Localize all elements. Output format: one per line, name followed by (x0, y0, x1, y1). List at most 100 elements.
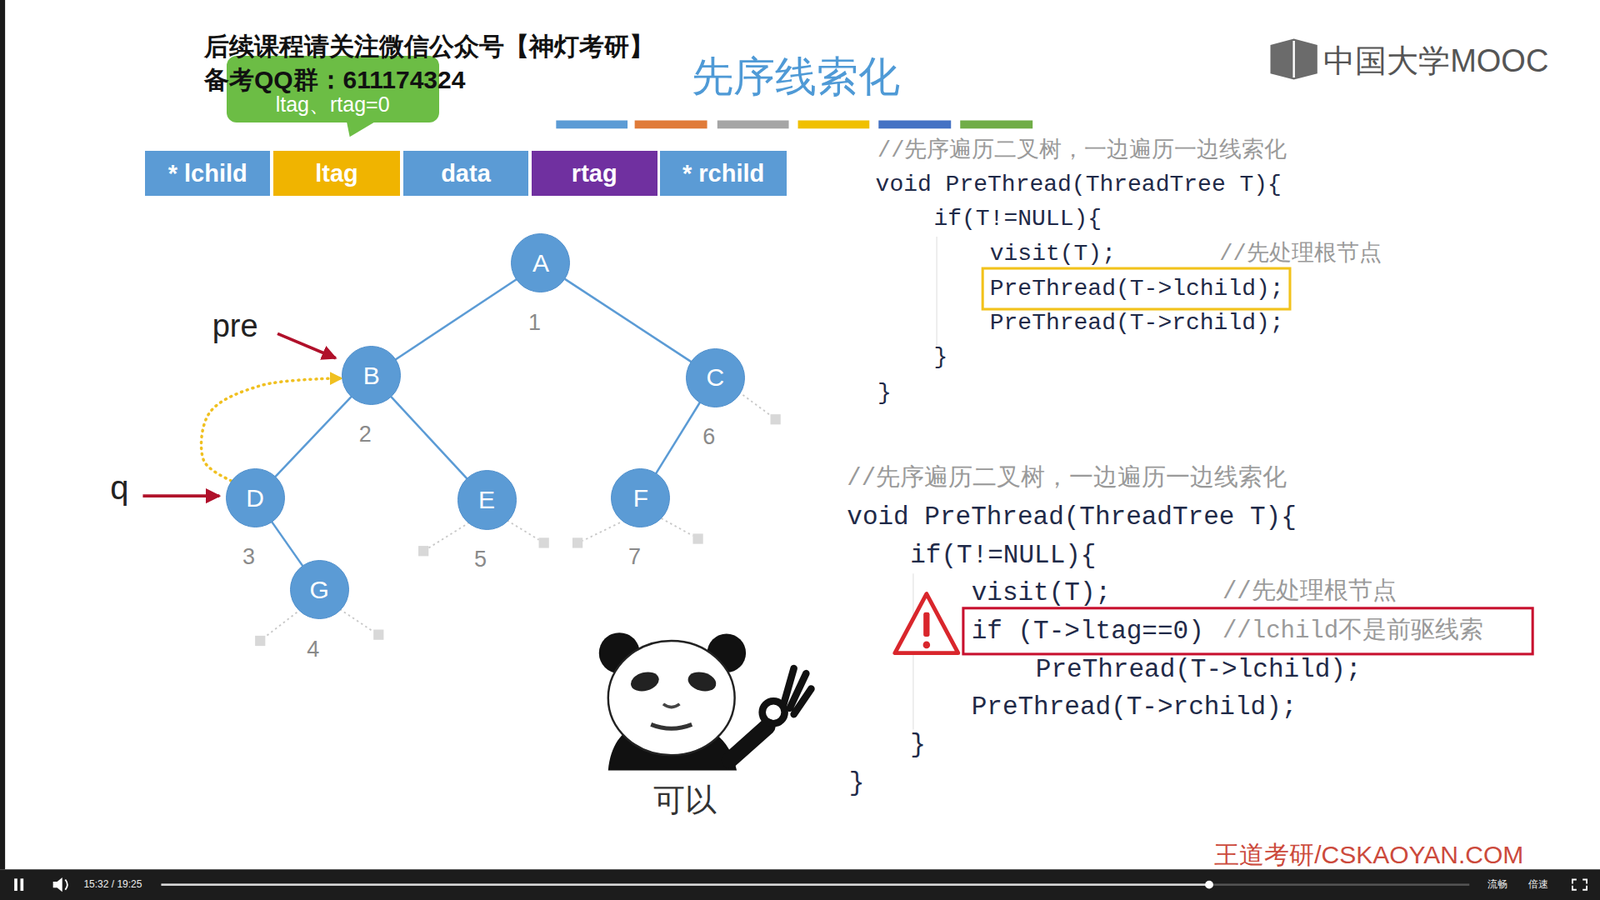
null-link (265, 609, 301, 637)
node-letter: G (310, 575, 330, 605)
null-link (507, 520, 540, 540)
code-comment: //先处理根节点 (1219, 240, 1381, 268)
code-line: if(T!=NULL){ (910, 540, 1096, 571)
code-line: void PreThread(ThreadTree T){ (846, 501, 1297, 533)
field-name: rtag (571, 159, 618, 189)
warning-sign (895, 594, 959, 654)
node-letter: F (633, 483, 649, 514)
meme-caption: 可以 (653, 781, 717, 820)
warning-triangle (895, 594, 959, 654)
site-watermark: 王道考研/CSKAOYAN.COM (1214, 840, 1524, 870)
null-square (770, 414, 780, 425)
node-letter: C (706, 362, 725, 393)
highlight-box (982, 268, 1290, 310)
pointer-arrow (277, 333, 336, 358)
code-line: PreThread(T->rchild); (971, 691, 1298, 723)
pointer-name: pre (212, 307, 259, 346)
logo-text: 中国大学MOOC (1323, 42, 1549, 81)
field-box: rtag (531, 150, 658, 196)
null-square (373, 630, 384, 640)
sequence-number: 6 (702, 423, 715, 450)
panda-face (608, 640, 735, 755)
tree-edge (391, 397, 467, 479)
field-box: * rchild (660, 150, 787, 196)
volume-icon (53, 877, 63, 892)
pointer-name: q (110, 467, 129, 508)
player-button: 倍速 (1528, 878, 1549, 890)
null-pointers (265, 395, 770, 637)
code-comment: //先序遍历二叉树，一边遍历一边线索化 (877, 137, 1287, 165)
code-line: PreThread(T->lchild); (990, 275, 1285, 304)
sequence-number: 1 (528, 309, 541, 336)
tree-edge (656, 402, 700, 473)
warning-mark (923, 612, 930, 637)
panda-meme (599, 632, 812, 770)
panda-fingers (783, 668, 811, 715)
progress-played (160, 883, 1210, 885)
color-bar (555, 120, 628, 129)
color-bars (555, 120, 1033, 129)
indent-guide (935, 236, 937, 347)
null-square (692, 533, 703, 544)
node-letter: D (245, 483, 265, 514)
code-line: if (T->ltag==0) (971, 615, 1205, 647)
tree-edge (395, 280, 516, 360)
code-comment: //先序遍历二叉树，一边遍历一边线索化 (846, 465, 1287, 495)
field-name: * lchild (168, 159, 248, 189)
code-line: visit(T); (990, 240, 1116, 269)
sequence-number: 3 (242, 543, 255, 570)
progress-knob (1205, 880, 1214, 890)
color-bar (635, 120, 708, 129)
panda-arm (730, 726, 768, 760)
code-line: PreThread(T->lchild); (1035, 654, 1362, 685)
time-display: 15:32 / 19:25 (83, 878, 142, 890)
sequence-number: 4 (306, 635, 320, 662)
fullscreen-icon (1572, 880, 1587, 890)
highlight-box (963, 608, 1533, 655)
null-link (582, 520, 625, 540)
tree-node: B2 (341, 345, 401, 405)
channel-watermark: 备考QQ群：611174324 (204, 65, 466, 95)
null-square (255, 635, 265, 646)
tree-node: D3 (225, 468, 285, 528)
panda-eye (628, 669, 661, 695)
screen-edge (0, 0, 5, 870)
slide-title: 先序线索化 (691, 51, 900, 102)
field-box: data (403, 150, 530, 196)
null-link (428, 522, 470, 549)
logo-icon (1270, 39, 1317, 80)
null-link (660, 518, 693, 536)
code-line: PreThread(T->rchild); (990, 309, 1285, 338)
channel-watermark: 后续课程请关注微信公众号【神灯考研】 (204, 31, 655, 62)
code-line: } (933, 343, 948, 372)
field-box: ltag (273, 150, 400, 196)
code-line: visit(T); (971, 577, 1111, 609)
tree-node: C6 (685, 348, 745, 408)
field-box: * lchild (145, 150, 271, 196)
field-name: * rchild (682, 159, 765, 189)
player-bar (0, 869, 1600, 900)
pause-icon (14, 878, 18, 891)
null-link (340, 609, 374, 632)
volume-icon (65, 880, 67, 890)
panda-mouth (650, 724, 692, 729)
field-name: ltag (315, 159, 359, 189)
null-square (418, 545, 429, 556)
sequence-number: 5 (474, 545, 487, 573)
bubble-text: ltag、rtag=0 (275, 91, 390, 117)
logo-spine (1292, 40, 1295, 78)
player-button: 流畅 (1487, 878, 1508, 890)
tree-node: A1 (510, 233, 570, 293)
field-name: data (440, 159, 491, 189)
player-background (0, 869, 1600, 900)
sequence-number: 2 (359, 420, 372, 448)
progress-track (160, 883, 1470, 885)
panda-eye (685, 669, 719, 695)
null-link (742, 395, 770, 415)
pointer-arrow (142, 494, 220, 498)
tree-edge (271, 522, 302, 566)
code-line: void PreThread(ThreadTree T){ (875, 170, 1282, 200)
tree-node: G4 (290, 560, 350, 620)
